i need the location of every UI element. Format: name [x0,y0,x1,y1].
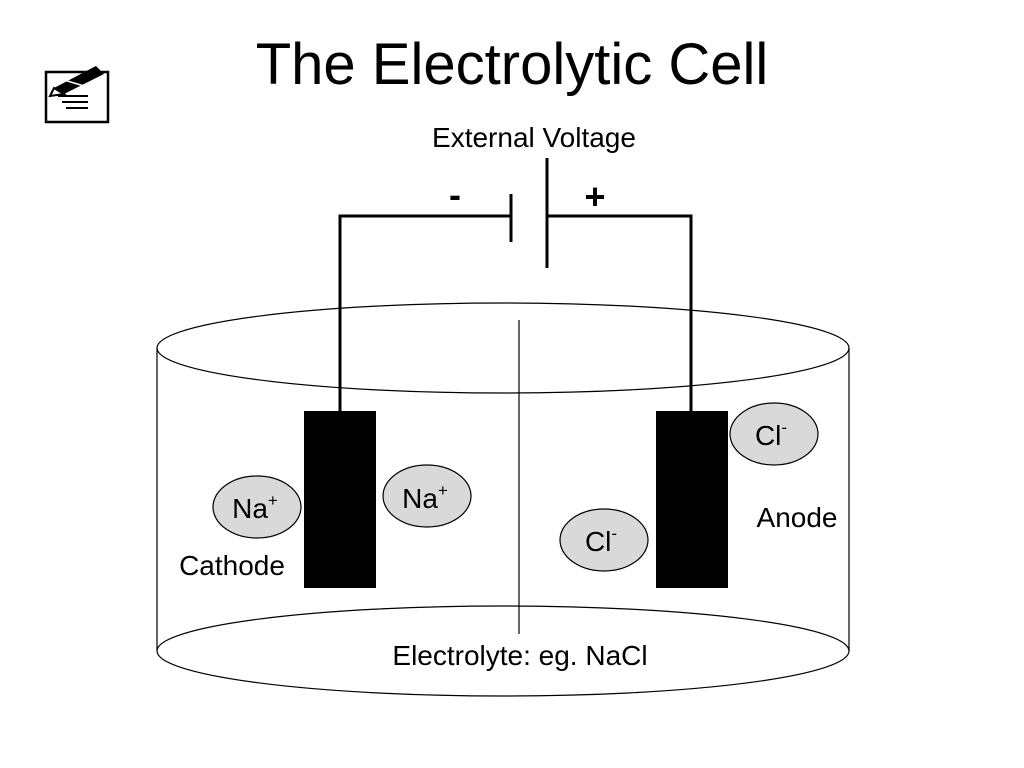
beaker [156,302,850,697]
svg-text:Na+: Na+ [232,491,278,524]
anode-electrode [656,411,728,588]
beaker-top-rim [156,302,850,394]
anode-label: Anode [757,502,838,533]
chloride-ion: Cl- [729,402,819,466]
cathode-wire [338,214,511,412]
svg-text:Cl-: Cl- [755,418,787,451]
cathode-electrode [304,411,376,588]
slide-title: The Electrolytic Cell [255,32,769,97]
svg-text:Cl-: Cl- [585,524,617,557]
sodium-ion: Na+ [382,464,472,528]
electrolyte-label: Electrolyte: eg. NaCl [392,640,647,671]
pen-and-paper-icon[interactable] [44,62,112,126]
chloride-ion: Cl- [559,508,649,572]
circuit-wires [338,214,693,412]
external-voltage-label: External Voltage [432,122,636,153]
battery-symbol [509,158,549,268]
positive-terminal-sign: + [584,176,605,217]
sodium-ion: Na+ [212,475,302,539]
svg-text:Na+: Na+ [402,481,448,514]
cathode-label: Cathode [179,550,285,581]
negative-terminal-sign: - [449,174,461,215]
anode-wire [547,214,693,412]
